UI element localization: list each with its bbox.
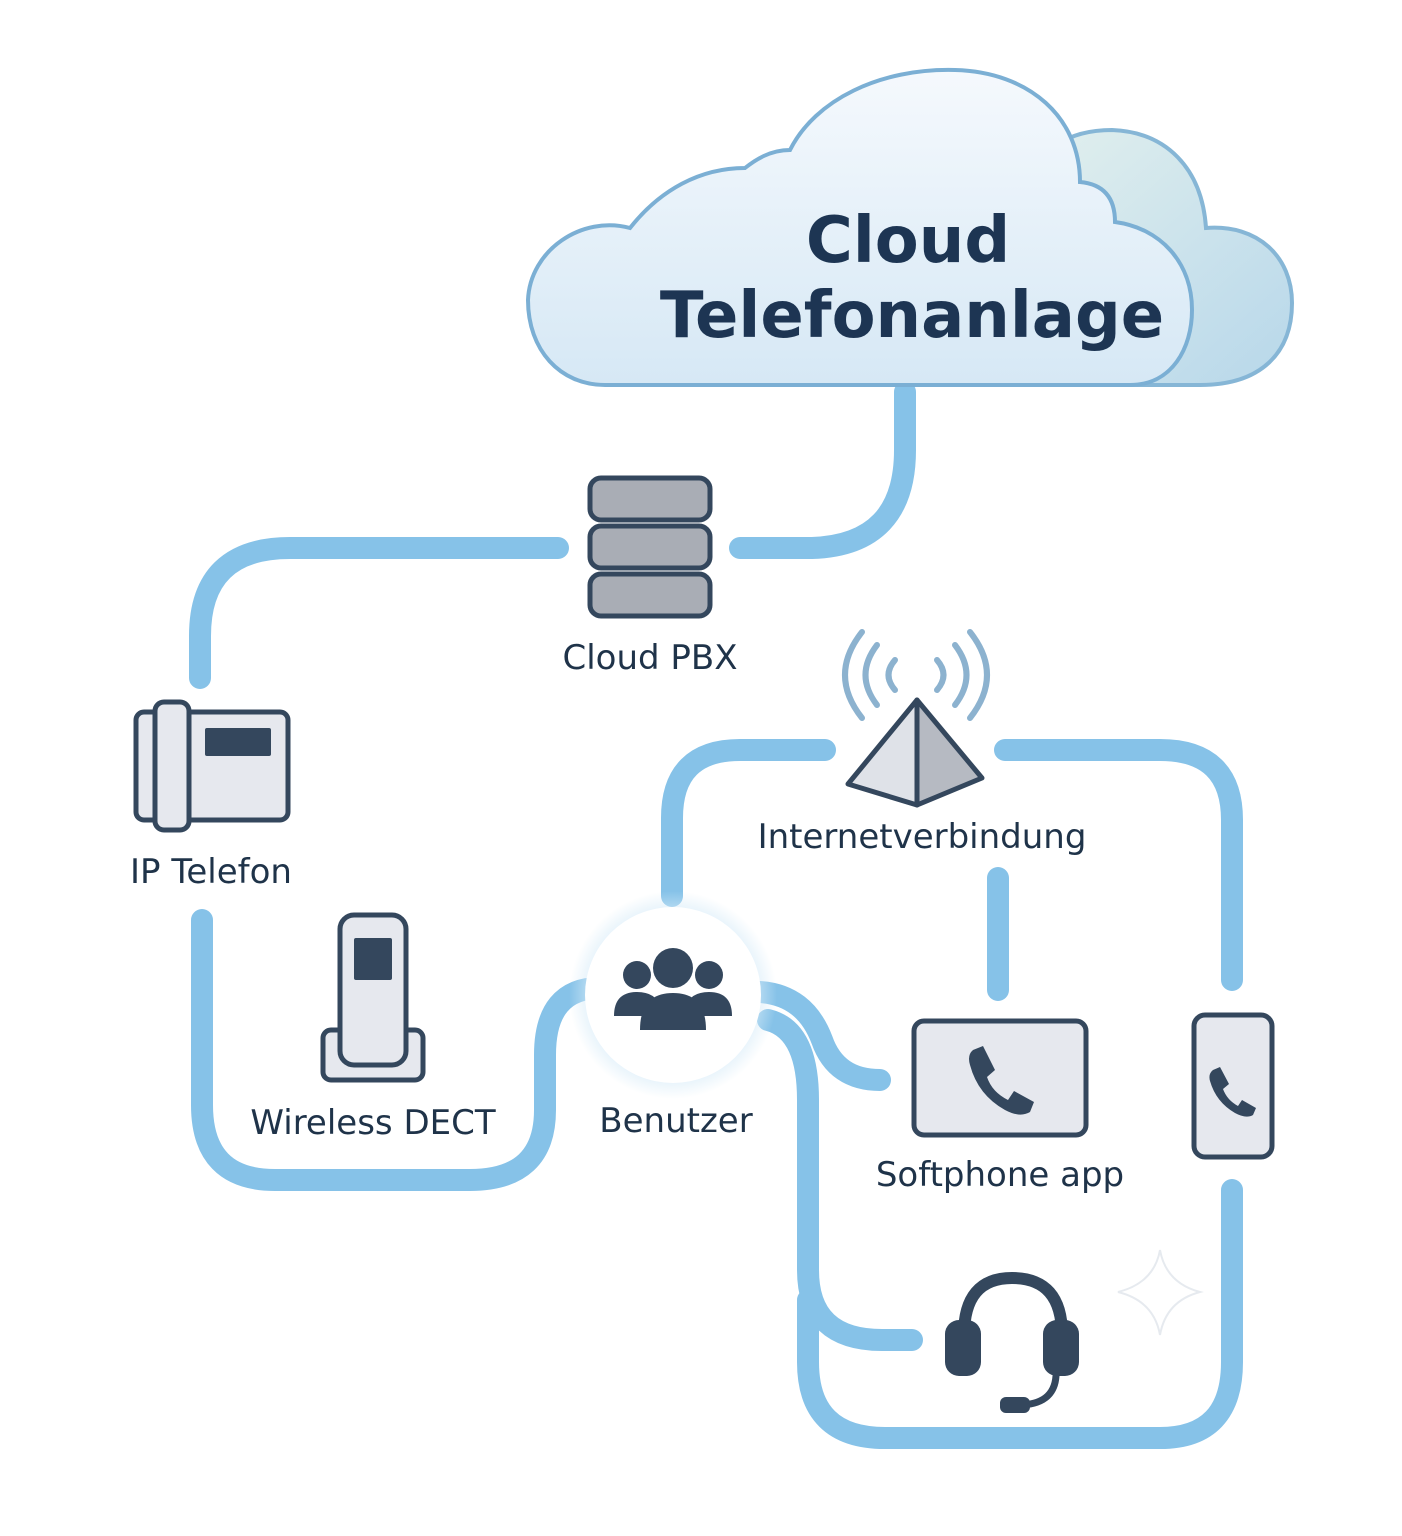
headset-icon (945, 1271, 1079, 1413)
connector-loop-bottom (797, 1179, 1243, 1449)
ipphone-label: IP Telefon (130, 852, 292, 892)
connector-pbx-ipphone (189, 537, 569, 689)
internet-label: Internetverbindung (758, 817, 1087, 857)
softphone-label: Softphone app (876, 1155, 1124, 1195)
cloud-icon: Cloud Telefonanlage (525, 67, 1295, 387)
sparkle-icon (1117, 1249, 1204, 1336)
connector-ipphone-dect (191, 909, 611, 1191)
connector-users-softphone (749, 981, 891, 1091)
connector-cloud-pbx (729, 381, 916, 559)
users-group-icon (569, 891, 777, 1099)
dect-handset-icon (320, 912, 426, 1083)
mobile-phone-icon (1191, 1012, 1275, 1160)
cloud-front (525, 67, 1195, 387)
dect-label: Wireless DECT (250, 1103, 495, 1143)
connector-users-headset (757, 1009, 923, 1351)
cloud-title-line2: Telefonanlage (660, 279, 1164, 353)
laptop-phone-icon (911, 1018, 1089, 1138)
connector-users-internet (661, 739, 836, 907)
connector-internet-right (994, 739, 1243, 991)
users-label: Benutzer (599, 1101, 752, 1141)
desk-phone-icon (133, 699, 291, 833)
cloud-title-line1: Cloud (806, 204, 1010, 278)
connectors (189, 381, 1243, 1449)
server-stack-icon (587, 475, 713, 619)
signal-waves (842, 629, 990, 721)
pbx-label: Cloud PBX (562, 638, 737, 678)
antenna-icon (842, 629, 990, 808)
